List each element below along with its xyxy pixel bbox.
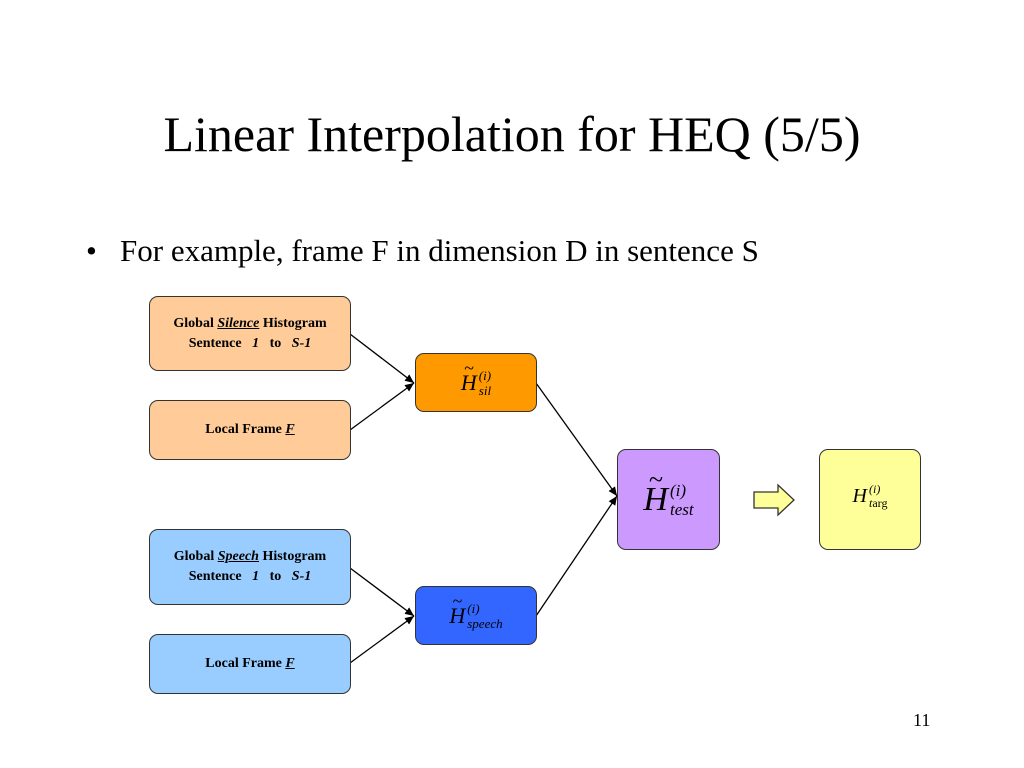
global-silence-line1: Global Silence Histogram [173, 314, 326, 334]
superscript-i: (i) [478, 367, 492, 383]
bullet-text: For example, frame F in dimension D in s… [120, 233, 759, 268]
global-silence-histogram-box: Global Silence Histogram Sentence 1 to S… [149, 296, 351, 371]
h-symbol: H [460, 369, 477, 395]
global-speech-line1: Global Speech Histogram [174, 547, 326, 567]
subscript-sil: sil [478, 382, 492, 398]
subscript-t: t [869, 495, 873, 510]
arrow-hspeech-to-htest [535, 495, 618, 617]
label-speech: Speech [217, 549, 259, 564]
page-number: 11 [913, 710, 931, 730]
tilde-mark: ~ [452, 590, 463, 611]
label-frame-f: F [285, 656, 295, 671]
label-to: to [269, 569, 282, 584]
h-test-symbol: ~ H [643, 465, 668, 518]
h-sil-symbol: ~ H [460, 358, 477, 395]
superscript-i: (i) [669, 480, 687, 500]
subscript-targ: targ [869, 496, 887, 510]
local-frame-silence-box: Local Frame F [149, 400, 351, 460]
slide-title: Linear Interpolation for HEQ (5/5) [163, 106, 861, 162]
label-silence: Silence [217, 315, 260, 331]
label-histogram: Histogram [262, 315, 327, 331]
label-histogram: Histogram [262, 549, 327, 564]
arrow-local-frame-sil-to-hsil [349, 382, 415, 431]
label-frame-f: F [285, 422, 295, 437]
h-targ-formula: H (i) targ [853, 482, 888, 510]
h-speech-scripts: (i) speech [467, 601, 502, 631]
h-sil-scripts: (i) sil [479, 368, 491, 398]
global-speech-line2: Sentence 1 to S-1 [189, 567, 312, 587]
bullet-item: • For example, frame F in dimension D in … [86, 231, 759, 271]
h-sil-formula: ~ H (i) sil [460, 358, 491, 398]
global-silence-line2: Sentence 1 to S-1 [189, 334, 312, 354]
h-test-box: ~ H (i) test [617, 449, 720, 550]
local-frame-speech-box: Local Frame F [149, 634, 351, 694]
arrow-global-silence-to-hsil [349, 333, 415, 384]
arrow-global-speech-to-hspeech [349, 567, 415, 617]
label-local-frame: Local Frame [205, 422, 282, 437]
label-range-to: S-1 [291, 569, 312, 584]
h-test-formula: ~ H (i) test [643, 465, 694, 519]
label-global: Global [173, 549, 215, 564]
label-global: Global [173, 315, 214, 331]
subscript-test: test [669, 499, 694, 519]
h-speech-symbol: ~ H [449, 591, 466, 628]
h-speech-box: ~ H (i) speech [415, 586, 537, 645]
h-symbol: H [643, 480, 668, 518]
h-targ-box: H (i) targ [819, 449, 921, 550]
label-sentence: Sentence [188, 569, 242, 584]
bullet-dot-icon: • [86, 233, 97, 268]
label-sentence: Sentence [188, 335, 242, 351]
h-test-scripts: (i) test [670, 481, 694, 519]
arrow-local-frame-speech-to-hspeech [349, 615, 415, 664]
label-range-to: S-1 [291, 335, 312, 351]
label-local-frame: Local Frame [205, 656, 282, 671]
label-to: to [269, 335, 282, 351]
h-sil-box: ~ H (i) sil [415, 353, 537, 412]
label-range-from: 1 [252, 335, 260, 351]
h-symbol: H [852, 484, 867, 507]
subscript-speech: speech [467, 615, 503, 631]
local-frame-silence-label: Local Frame F [205, 420, 294, 440]
tilde-mark: ~ [463, 357, 474, 378]
tilde-mark: ~ [648, 464, 663, 494]
h-symbol: H [449, 602, 466, 628]
arrow-hsil-to-htest [535, 382, 618, 497]
h-speech-formula: ~ H (i) speech [449, 591, 502, 631]
subscript-arg: arg [872, 495, 888, 510]
superscript-i: (i) [467, 600, 480, 616]
block-arrow-icon [753, 483, 795, 517]
local-frame-speech-label: Local Frame F [205, 654, 294, 674]
superscript-i: (i) [869, 481, 881, 496]
label-range-from: 1 [252, 569, 260, 584]
global-speech-histogram-box: Global Speech Histogram Sentence 1 to S-… [149, 529, 351, 605]
h-targ-scripts: (i) targ [869, 482, 887, 510]
